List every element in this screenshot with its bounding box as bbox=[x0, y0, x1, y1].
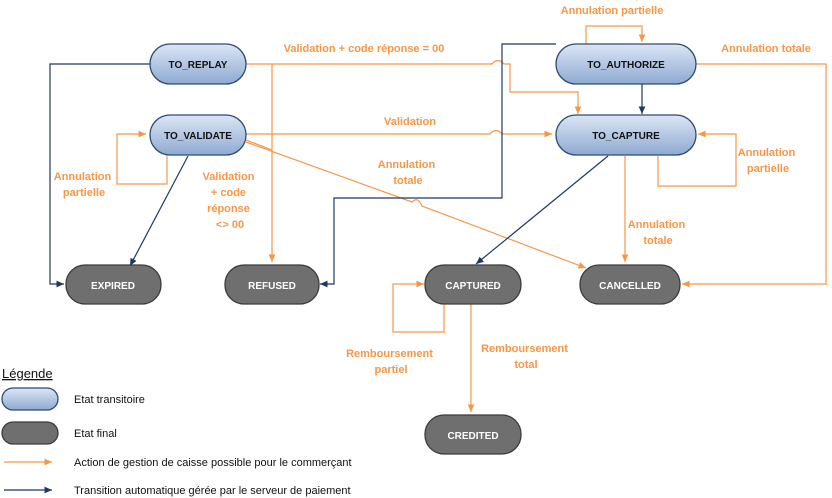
label-annulation-totale-mid: Annulation totale bbox=[378, 159, 439, 187]
edge-authorize-to-refused bbox=[320, 43, 556, 288]
edge-authorize-to-cancelled bbox=[682, 63, 827, 288]
state-refused: REFUSED bbox=[224, 264, 320, 305]
state-to-replay: TO_REPLAY bbox=[149, 43, 247, 85]
state-label: CREDITED bbox=[447, 431, 498, 442]
state-label: TO_CAPTURE bbox=[592, 131, 660, 142]
state-cancelled: CANCELLED bbox=[579, 264, 681, 305]
state-label: TO_REPLAY bbox=[169, 60, 228, 71]
legend-transitional-swatch bbox=[1, 387, 59, 411]
edge-validate-to-refused bbox=[245, 139, 273, 151]
state-expired: EXPIRED bbox=[65, 264, 162, 305]
state-captured: CAPTURED bbox=[424, 264, 522, 305]
label-remboursement-partiel: Remboursement partiel bbox=[346, 348, 436, 376]
state-credited: CREDITED bbox=[424, 414, 522, 455]
label-validation-code-00: Validation + code réponse = 00 bbox=[284, 43, 445, 55]
legend: Légende Etat transitoire Etat final Acti… bbox=[1, 366, 352, 497]
edge-validate-to-capture bbox=[246, 129, 552, 138]
label-validation: Validation bbox=[384, 116, 436, 128]
label-annulation-partielle-top: Annulation partielle bbox=[561, 5, 664, 17]
edge-capture-self-loop bbox=[657, 130, 737, 187]
label-validation-code-not-00: Validation + code réponse <> 00 bbox=[202, 171, 257, 231]
legend-final-swatch bbox=[1, 421, 59, 445]
label-remboursement-total: Remboursement total bbox=[481, 343, 571, 371]
state-label: CANCELLED bbox=[599, 281, 661, 292]
legend-title: Légende bbox=[2, 366, 53, 381]
edge-replay-to-expired bbox=[49, 63, 150, 288]
state-label: TO_AUTHORIZE bbox=[587, 60, 665, 71]
legend-auto-label: Transition automatique gérée par le serv… bbox=[74, 485, 351, 497]
state-to-validate: TO_VALIDATE bbox=[149, 114, 247, 156]
label-annulation-partielle-right: Annulation partielle bbox=[738, 147, 799, 175]
legend-merchant-label: Action de gestion de caisse possible pou… bbox=[74, 457, 352, 469]
edge-replay-to-capture bbox=[246, 59, 582, 114]
state-to-authorize: TO_AUTHORIZE bbox=[555, 43, 697, 85]
edge-captured-self-loop bbox=[392, 280, 445, 333]
state-to-capture: TO_CAPTURE bbox=[555, 114, 697, 156]
edge-authorize-self-loop bbox=[585, 25, 646, 44]
edge-validate-to-cancelled bbox=[245, 141, 587, 269]
state-label: REFUSED bbox=[248, 281, 296, 292]
edge-capture-to-captured bbox=[475, 155, 609, 265]
label-annulation-totale-right: Annulation totale bbox=[721, 43, 811, 55]
state-label: TO_VALIDATE bbox=[164, 131, 232, 142]
edge-validate-self-loop bbox=[116, 130, 168, 185]
state-label: CAPTURED bbox=[445, 281, 501, 292]
state-label: EXPIRED bbox=[91, 281, 135, 292]
legend-transitional-label: Etat transitoire bbox=[74, 394, 145, 406]
label-annulation-partielle-left: Annulation partielle bbox=[54, 171, 115, 199]
legend-final-label: Etat final bbox=[74, 428, 117, 440]
label-annulation-totale-lower: Annulation totale bbox=[628, 219, 689, 247]
edge-validate-to-expired bbox=[129, 155, 189, 267]
